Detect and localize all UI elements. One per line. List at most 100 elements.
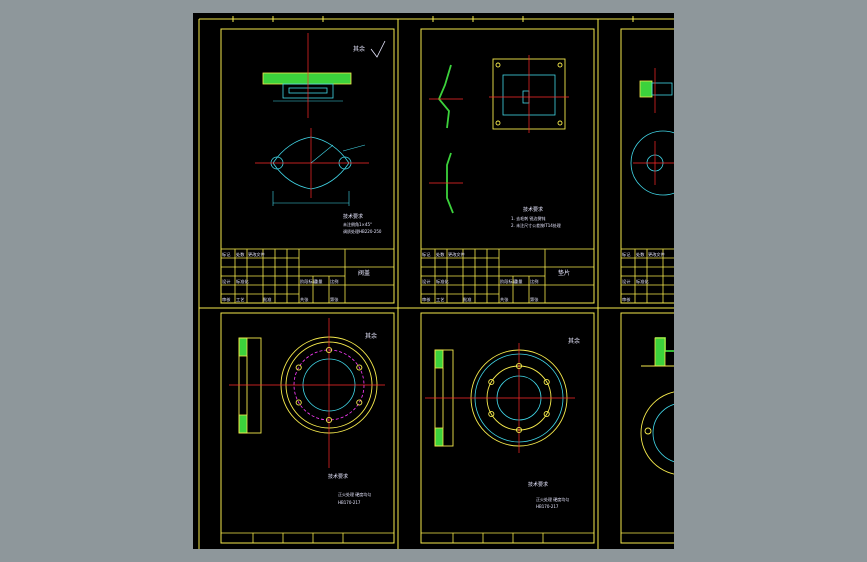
tb3-cell-2: 更改文件	[648, 251, 665, 258]
tb2-cell-6: 工艺	[436, 297, 444, 302]
bolt-hole	[325, 346, 333, 354]
tb1-cell-9: 重量	[314, 278, 322, 285]
bolt-hole	[543, 378, 550, 386]
section-hatch-top	[238, 337, 248, 357]
title-block-sheet-3	[620, 248, 674, 304]
dim-radius	[310, 144, 334, 164]
tb1-cell-2: 更改文件	[248, 251, 265, 258]
title-block-text: 标记 处数 更改文件 设计 标准化 审核 工艺 批准 阶段标记 重量 比例 共张…	[222, 251, 665, 303]
tech-line-4-1: 正火处理 硬度均匀	[338, 491, 371, 497]
tb2-cell-2: 更改文件	[448, 251, 465, 258]
title-blocks	[220, 248, 674, 543]
partial-flange-outer	[630, 130, 674, 196]
section-hatch-bottom	[434, 427, 444, 447]
tech-line-5-2: HB170-217	[536, 504, 559, 509]
title-block-strip-bottom	[221, 532, 674, 543]
tech-line-2-1: 1. 去毛刺 锐边倒钝	[511, 215, 545, 221]
tech-title-5: 技术要求	[528, 481, 548, 488]
tech-line-4-2: HB170-217	[338, 500, 361, 505]
bolt-hole	[515, 362, 523, 370]
tb1-part-name: 阀盖	[358, 269, 370, 277]
tech-line-2-2: 2. 未注尺寸公差按IT14处理	[511, 222, 561, 228]
cad-drawing-canvas: 标记 处数 更改文件 设计 标准化 审核 工艺 批准 阶段标记 重量 比例 共张…	[198, 16, 674, 549]
sheet-5-drawing: 其余 技术要求 正火处理 硬度均匀 HB170-217	[425, 337, 580, 509]
surface-roughness-icon	[370, 40, 386, 58]
sheet-2-drawing: 技术要求 1. 去毛刺 锐边倒钝 2. 未注尺寸公差按IT14处理	[429, 55, 569, 228]
sheet-6-border	[620, 312, 674, 544]
section-body	[651, 82, 673, 96]
tb2-cell-0: 标记	[422, 251, 431, 258]
tb1-cell-4: 标准化	[236, 278, 249, 285]
tb2-part-name: 垫片	[558, 269, 570, 277]
tech-title-1: 技术要求	[343, 213, 363, 220]
tb2-cell-8: 阶段标记	[500, 278, 518, 285]
bolt-hole	[325, 416, 333, 424]
sheet-3-drawing	[630, 68, 674, 196]
section-hatch-bottom	[238, 414, 248, 434]
gasket-profile-lower	[446, 152, 454, 214]
sheet-5-border	[420, 312, 595, 544]
sheet-1-drawing: 其余 技术要求 未注倒角1×45° 调质处理HB220-250	[255, 33, 386, 234]
gasket-profile-upper	[437, 64, 452, 129]
tb3-cell-4: 标准化	[636, 278, 649, 285]
roughness-label-4: 其余	[365, 332, 377, 340]
section-hatch-top	[434, 349, 444, 369]
tb1-cell-1: 处数	[236, 251, 245, 258]
bolt-hole	[295, 364, 302, 371]
bolt-hole	[488, 378, 495, 386]
tb2-cell-11: 共张	[500, 296, 509, 303]
title-block-sheet-2	[420, 248, 595, 304]
section-hatch	[654, 337, 666, 367]
tb2-cell-10: 比例	[530, 278, 538, 285]
section-hatch	[639, 80, 653, 98]
partial-flange-outer	[640, 391, 674, 475]
tb1-cell-5: 审核	[222, 296, 231, 303]
title-block-sheet-1	[220, 248, 395, 304]
hole	[557, 120, 563, 126]
tb1-cell-6: 工艺	[236, 297, 244, 302]
bolt-hole	[356, 399, 363, 406]
tb1-cell-11: 共张	[300, 296, 309, 303]
tb1-cell-10: 比例	[330, 278, 338, 285]
tech-line-1-1: 未注倒角1×45°	[343, 221, 372, 227]
roughness-label-5: 其余	[568, 337, 580, 345]
tech-title-2: 技术要求	[523, 206, 543, 213]
tb1-cell-0: 标记	[222, 251, 231, 258]
bolt-holes	[295, 346, 363, 424]
tech-line-5-1: 正火处理 硬度均匀	[536, 496, 569, 502]
sheet-1-section-view	[262, 33, 352, 118]
tb2-cell-12: 第张	[530, 296, 539, 303]
partial-flange-inner	[652, 403, 674, 463]
tb1-cell-8: 阶段标记	[300, 278, 318, 285]
tb1-cell-7: 批准	[263, 296, 271, 303]
bolt-hole	[356, 364, 363, 371]
tb2-cell-4: 标准化	[436, 278, 449, 285]
tb3-cell-5: 审核	[622, 296, 631, 303]
cad-drawing-viewport[interactable]: 标记 处数 更改文件 设计 标准化 审核 工艺 批准 阶段标记 重量 比例 共张…	[193, 13, 674, 549]
tech-line-1-2: 调质处理HB220-250	[343, 228, 382, 234]
bolt-holes	[488, 362, 550, 434]
sheet-4-border	[220, 312, 395, 544]
dim-leader	[342, 144, 366, 152]
tb2-cell-5: 审核	[422, 296, 431, 303]
bolt-hole	[488, 410, 495, 418]
tb2-cell-7: 批准	[463, 296, 471, 303]
bolt-hole	[543, 410, 550, 418]
tb1-cell-3: 设计	[222, 278, 230, 285]
roughness-label: 其余	[353, 45, 365, 53]
tb2-cell-3: 设计	[422, 278, 430, 285]
sheet-4-drawing: 其余 技术要求 正火处理 硬度均匀 HB170-217	[229, 318, 385, 505]
bolt-hole	[295, 399, 302, 406]
tech-title-4: 技术要求	[328, 473, 348, 480]
tb3-cell-0: 标记	[622, 251, 631, 258]
sheet-1-plan-view	[255, 128, 369, 206]
sheet-6-drawing	[640, 337, 674, 475]
tb1-cell-12: 第张	[330, 296, 339, 303]
section-hatch-flange	[262, 72, 352, 85]
bolt-hole	[515, 426, 523, 434]
tb3-cell-3: 设计	[622, 278, 630, 285]
hole	[644, 427, 652, 435]
tb3-cell-1: 处数	[636, 251, 645, 258]
section-outline	[238, 337, 262, 434]
hole	[495, 62, 501, 68]
